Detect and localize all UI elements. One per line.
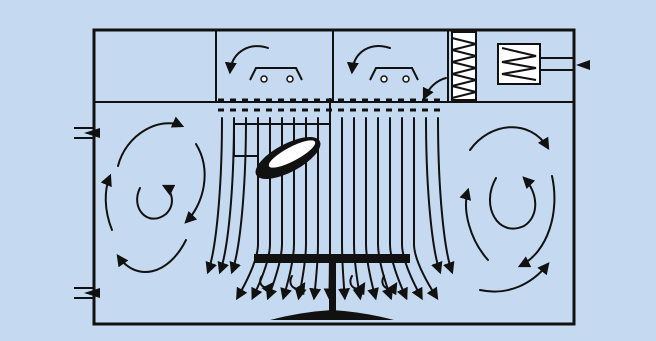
- downflow-line: [338, 117, 351, 301]
- air-inlet-arrow-icon: [84, 128, 100, 138]
- right-vortex: [459, 126, 556, 293]
- downflow-line: [365, 117, 379, 301]
- plenum-flow: [224, 45, 269, 75]
- fan-icon: [369, 67, 419, 83]
- downflow-line: [205, 117, 223, 275]
- prefilter-icon: [497, 43, 574, 85]
- downflow-line: [251, 117, 271, 301]
- air-inlet-arrow-icon: [576, 60, 590, 70]
- plenum-flow: [422, 77, 447, 101]
- downflow-line: [352, 117, 365, 301]
- downflow-line: [236, 117, 259, 301]
- under-table-eddies: [259, 275, 398, 296]
- downflow-line: [377, 117, 394, 301]
- hepa-filter-icon: [451, 31, 477, 101]
- left-inlet-upper: [74, 127, 100, 139]
- left-inlet-lower: [74, 287, 100, 299]
- diffuser-ceiling: [218, 98, 446, 112]
- downflow-line: [437, 117, 455, 275]
- fan-icon: [249, 67, 303, 83]
- plenum-flow: [346, 45, 391, 75]
- downflow-line: [425, 117, 443, 275]
- downflow-line: [413, 117, 439, 301]
- air-inlet-arrow-icon: [84, 288, 100, 298]
- operating-table-icon: [254, 254, 410, 320]
- downflow-line: [401, 117, 423, 301]
- downflow-line: [309, 117, 322, 301]
- downflow-line: [229, 117, 247, 275]
- surgical-light-icon: [233, 98, 331, 179]
- downflow-line: [280, 117, 295, 301]
- downflow-line: [389, 117, 408, 301]
- left-vortex: [100, 116, 206, 273]
